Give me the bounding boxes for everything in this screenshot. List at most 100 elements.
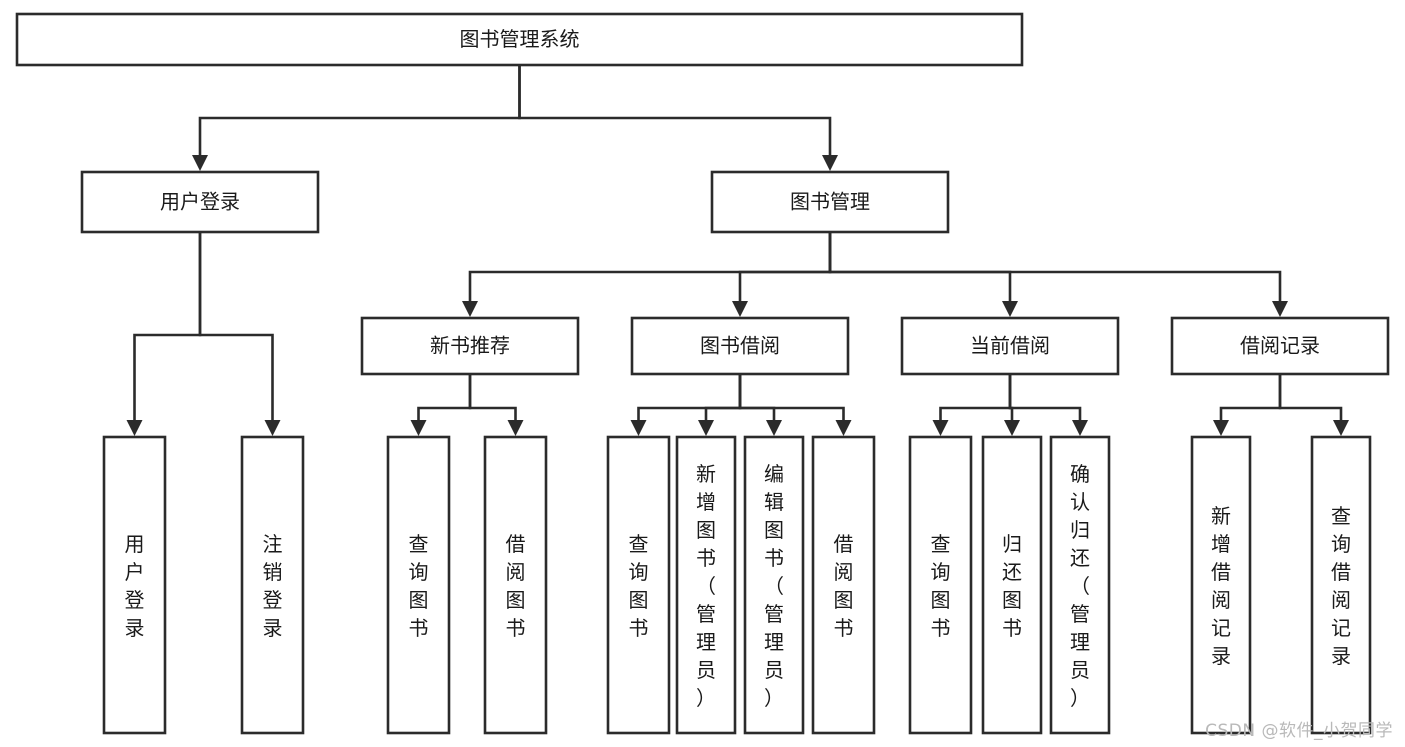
node-label: 图书管理 [790, 190, 870, 214]
connector-line [198, 232, 274, 421]
node-borrow[interactable]: 图书借阅 [630, 316, 850, 376]
arrowhead-icon [1213, 420, 1229, 436]
node-box[interactable] [102, 435, 167, 735]
node-label: 新增图书（管理员） [696, 462, 716, 710]
node-label: 用户登录 [125, 532, 145, 640]
node-box[interactable] [908, 435, 973, 735]
node-l4[interactable]: 借阅图书 [483, 435, 548, 735]
connector-borrow-to-l8 [738, 374, 852, 436]
connector-line [1008, 374, 1082, 421]
node-box[interactable] [386, 435, 451, 735]
connector-bookmgmt-to-current [828, 232, 1018, 317]
connector-line [738, 232, 832, 302]
arrowhead-icon [1004, 420, 1020, 436]
node-l7[interactable]: 编辑图书（管理员） [743, 435, 805, 735]
node-label: 查询图书 [629, 532, 649, 640]
node-l10[interactable]: 归还图书 [981, 435, 1043, 735]
node-box[interactable] [1049, 435, 1111, 735]
connector-line [738, 374, 845, 421]
node-label: 新增借阅记录 [1211, 504, 1231, 668]
connector-line [468, 232, 832, 302]
node-label: 查询图书 [409, 532, 429, 640]
connector-bookmgmt-to-newbook [462, 232, 832, 317]
node-l8[interactable]: 借阅图书 [811, 435, 876, 735]
connector-line [518, 65, 832, 156]
node-label: 当前借阅 [970, 334, 1050, 358]
connector-line [417, 374, 472, 421]
connector-line [828, 232, 1282, 302]
node-l3[interactable]: 查询图书 [386, 435, 451, 735]
arrowhead-icon [1333, 420, 1349, 436]
node-l6[interactable]: 新增图书（管理员） [675, 435, 737, 735]
connector-line [198, 65, 521, 156]
node-box[interactable] [15, 12, 1024, 67]
arrowhead-icon [1072, 420, 1088, 436]
node-label: 图书借阅 [700, 334, 780, 358]
connector-line [939, 374, 1012, 421]
node-l12[interactable]: 新增借阅记录 [1190, 435, 1252, 735]
node-box[interactable] [811, 435, 876, 735]
node-label: 注销登录 [263, 532, 283, 640]
arrowhead-icon [462, 301, 478, 317]
connector-current-to-l11 [1008, 374, 1088, 436]
arrowhead-icon [126, 420, 143, 436]
arrowhead-icon [630, 420, 647, 436]
node-label: 借阅图书 [834, 532, 854, 640]
node-box[interactable] [981, 435, 1043, 735]
node-box[interactable] [675, 435, 737, 735]
node-box[interactable] [710, 170, 950, 234]
node-label: 确认归还（管理员） [1070, 462, 1090, 710]
node-box[interactable] [900, 316, 1120, 376]
node-current[interactable]: 当前借阅 [900, 316, 1120, 376]
node-box[interactable] [606, 435, 671, 735]
node-l11[interactable]: 确认归还（管理员） [1049, 435, 1111, 735]
node-label: 归还图书 [1002, 532, 1022, 640]
node-box[interactable] [743, 435, 805, 735]
connector-borrow-to-l7 [738, 374, 782, 436]
node-bookmgmt[interactable]: 图书管理 [710, 170, 950, 234]
node-l1[interactable]: 用户登录 [102, 435, 167, 735]
connector-line [133, 232, 202, 421]
connector-root-to-bookmgmt [518, 65, 838, 171]
arrowhead-icon [766, 420, 782, 436]
connector-newbook-to-l4 [468, 374, 524, 436]
node-root[interactable]: 图书管理系统 [15, 12, 1024, 67]
connector-records-to-l13 [1278, 374, 1349, 436]
node-box[interactable] [1170, 316, 1390, 376]
node-box[interactable] [80, 170, 320, 234]
connector-root-to-login [192, 65, 521, 171]
connector-bookmgmt-to-records [828, 232, 1288, 317]
arrowhead-icon [1002, 301, 1018, 317]
node-box[interactable] [1190, 435, 1252, 735]
arrowhead-icon [410, 420, 427, 436]
node-l2[interactable]: 注销登录 [240, 435, 305, 735]
arrowhead-icon [932, 420, 949, 436]
node-label: 借阅图书 [506, 532, 526, 640]
node-l5[interactable]: 查询图书 [606, 435, 671, 735]
watermark-text: CSDN @软件_小贺同学 [1205, 721, 1393, 741]
node-records[interactable]: 借阅记录 [1170, 316, 1390, 376]
connector-bookmgmt-to-borrow [732, 232, 832, 317]
node-label: 新书推荐 [430, 334, 510, 358]
node-box[interactable] [240, 435, 305, 735]
connector-borrow-to-l6 [698, 374, 742, 436]
node-l13[interactable]: 查询借阅记录 [1310, 435, 1372, 735]
node-l9[interactable]: 查询图书 [908, 435, 973, 735]
node-login[interactable]: 用户登录 [80, 170, 320, 234]
connector-login-to-l2 [198, 232, 281, 436]
node-box[interactable] [483, 435, 548, 735]
node-box[interactable] [1310, 435, 1372, 735]
node-newbook[interactable]: 新书推荐 [360, 316, 580, 376]
connector-line [637, 374, 742, 421]
node-box[interactable] [360, 316, 580, 376]
node-label: 图书管理系统 [460, 27, 580, 51]
connector-line [468, 374, 517, 421]
node-box[interactable] [630, 316, 850, 376]
arrowhead-icon [835, 420, 852, 436]
arrowhead-icon [507, 420, 524, 436]
connector-line [704, 374, 742, 421]
node-label: 编辑图书（管理员） [764, 462, 784, 710]
connector-line [1219, 374, 1282, 421]
connector-borrow-to-l5 [630, 374, 742, 436]
arrowhead-icon [192, 155, 208, 171]
